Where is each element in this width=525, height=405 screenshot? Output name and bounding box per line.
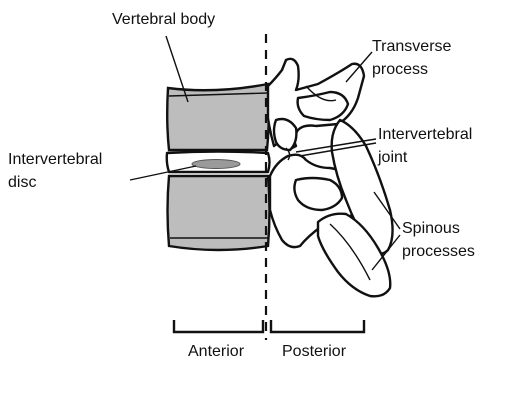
lower-spinous-process	[316, 212, 392, 298]
posterior-bracket	[269, 320, 366, 334]
upper-lamina	[296, 90, 350, 122]
leader-vertebral-body	[165, 35, 189, 103]
transverse-edge	[305, 85, 337, 102]
lower-spinous-edge	[329, 223, 371, 281]
joint-edge	[285, 147, 291, 161]
label-intervertebral-joint-1: Intervertebral	[378, 126, 472, 143]
label-transverse-process-1: Transverse	[372, 38, 452, 55]
label-intervertebral-disc-1: Intervertebral	[8, 151, 102, 168]
label-intervertebral-joint-2: joint	[377, 149, 408, 166]
disc-nucleus	[191, 159, 241, 169]
leader-intervertebral-disc	[129, 165, 197, 181]
lower-vertebral-body	[166, 174, 271, 252]
lower-lamina	[293, 176, 344, 212]
label-spinous-processes-1: Spinous	[402, 220, 460, 237]
label-intervertebral-disc-2: disc	[8, 174, 36, 191]
label-transverse-process-2: process	[372, 61, 428, 78]
label-posterior: Posterior	[282, 343, 347, 360]
leader-spinous-upper	[373, 191, 401, 230]
leader-spinous-lower	[371, 234, 401, 271]
label-vertebral-body: Vertebral body	[112, 11, 215, 28]
leader-transverse-process	[345, 51, 373, 83]
upper-facet	[272, 117, 298, 152]
label-spinous-processes-2: processes	[402, 243, 475, 260]
anterior-bracket	[172, 320, 265, 334]
leader-intervertebral-joint	[295, 138, 377, 153]
leader-intervertebral-joint-b	[299, 142, 377, 157]
label-anterior: Anterior	[188, 343, 245, 360]
